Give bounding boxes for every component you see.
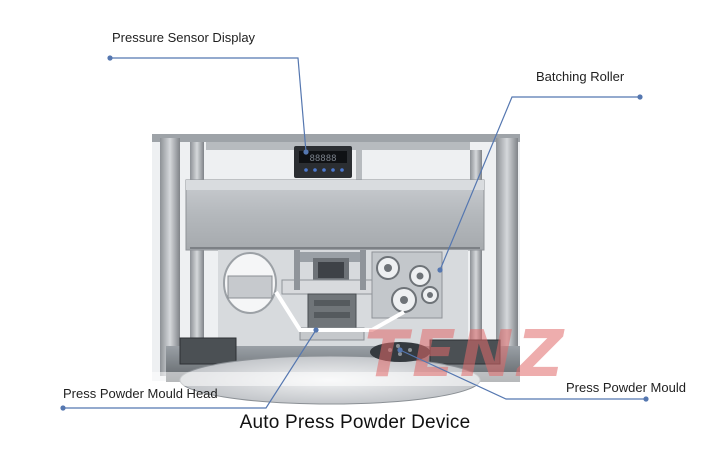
dot-mould-head-end bbox=[313, 327, 319, 333]
leader-batching-roller bbox=[439, 96, 640, 271]
leader-press-mould bbox=[399, 349, 646, 400]
leader-dots bbox=[60, 55, 649, 411]
press-column bbox=[281, 250, 375, 295]
top-rail bbox=[152, 134, 520, 142]
label-pressure-sensor-display: Pressure Sensor Display bbox=[112, 30, 256, 45]
dot-pressure-sensor-end bbox=[303, 149, 309, 155]
window-divider bbox=[356, 142, 362, 182]
powder-belt bbox=[274, 290, 405, 332]
leader-pressure-sensor bbox=[110, 57, 307, 153]
mould-head-block bbox=[299, 293, 365, 341]
left-inner-post bbox=[190, 142, 204, 370]
dot-press-mould bbox=[643, 396, 649, 402]
diagram-caption: Auto Press Powder Device bbox=[239, 412, 471, 433]
dot-mould-head bbox=[60, 405, 66, 411]
left-roller bbox=[223, 252, 277, 314]
dot-batching-roller bbox=[637, 94, 643, 100]
label-press-powder-mould-head: Press Powder Mould Head bbox=[63, 386, 218, 401]
label-batching-roller: Batching Roller bbox=[536, 69, 625, 84]
leader-mould-head bbox=[63, 329, 317, 409]
pressure-sensor-display: 88888 bbox=[294, 146, 352, 178]
dot-press-mould-end bbox=[397, 347, 403, 353]
cover-panel bbox=[185, 179, 485, 251]
photo-fade bbox=[150, 372, 522, 386]
right-frame-post bbox=[496, 138, 518, 376]
label-press-powder-mould: Press Powder Mould bbox=[566, 380, 686, 395]
batching-roller-assembly bbox=[371, 251, 443, 319]
dot-pressure-sensor bbox=[107, 55, 113, 61]
leader-lines bbox=[63, 57, 646, 409]
left-frame-post bbox=[160, 138, 180, 376]
svg-text:88888: 88888 bbox=[309, 154, 336, 164]
dot-batching-roller-end bbox=[437, 267, 443, 273]
